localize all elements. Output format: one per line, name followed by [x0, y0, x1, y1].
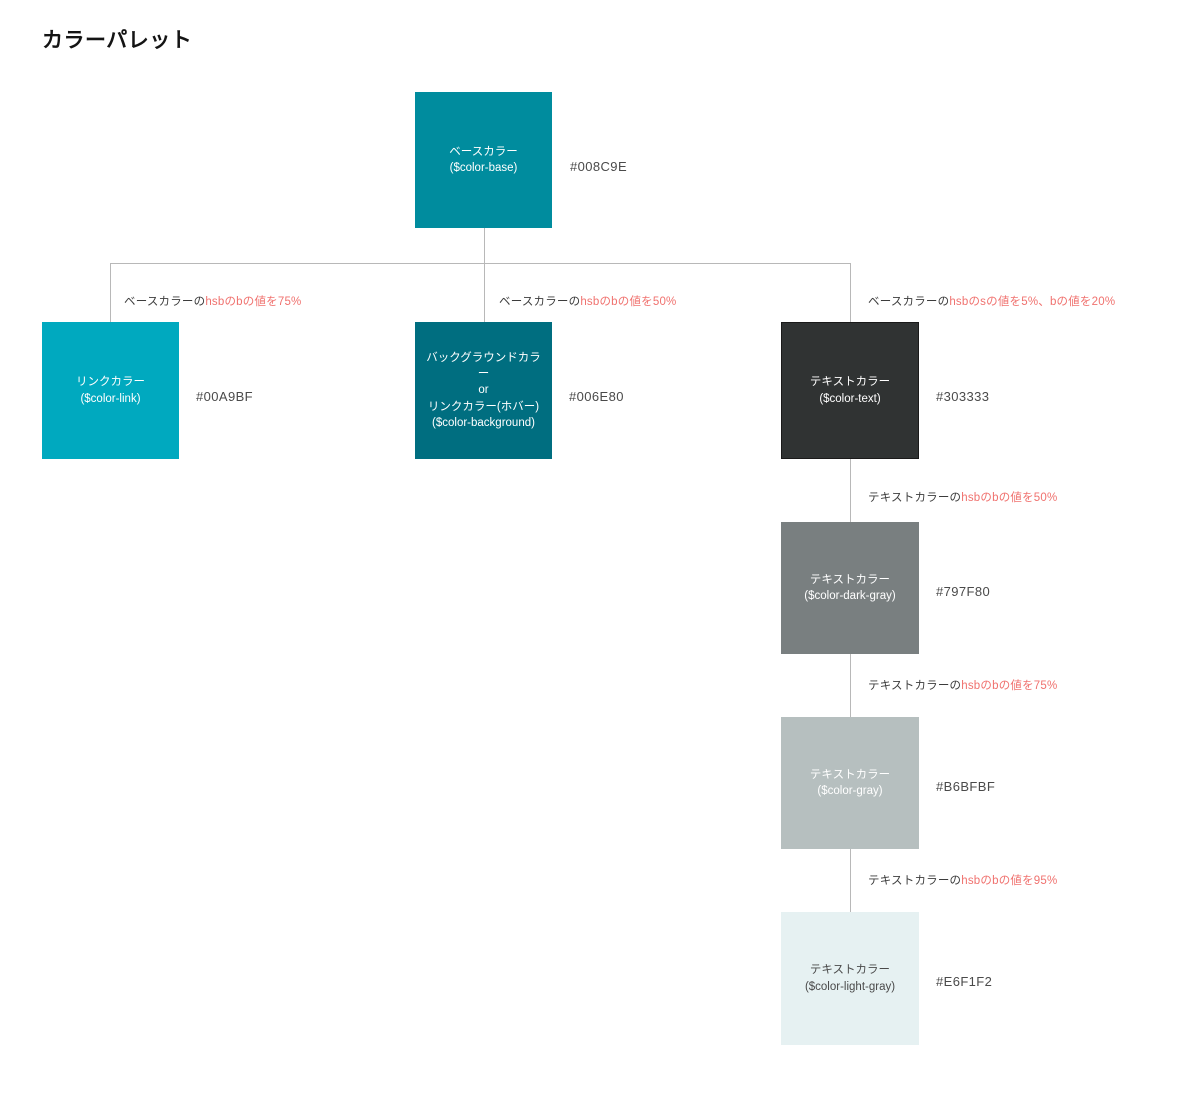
swatch-label: リンクカラー ($color-link) [76, 376, 145, 405]
edge-label-accent: hsbのbの値を50% [580, 296, 677, 308]
edge-label-base-to-background: ベースカラーのhsbのbの値を50% [499, 293, 676, 309]
swatch-color-base[interactable]: ベースカラー ($color-base) [415, 92, 552, 228]
swatch-color-background[interactable]: バックグラウンドカラー or リンクカラー(ホバー) ($color-backg… [415, 322, 552, 459]
connector-gray-to-light-gray [850, 849, 851, 912]
connector-dark-gray-to-gray [850, 654, 851, 717]
swatch-color-link[interactable]: リンクカラー ($color-link) [42, 322, 179, 459]
edge-label-base-to-text: ベースカラーのhsbのsの値を5%、bの値を20% [868, 293, 1115, 309]
edge-label-text-to-dark-gray: テキストカラーのhsbのbの値を50% [868, 489, 1057, 505]
connector-drop-link [110, 263, 111, 322]
edge-label-prefix: ベースカラーの [124, 296, 206, 308]
swatch-label: テキストカラー ($color-gray) [809, 768, 891, 797]
swatch-label: テキストカラー ($color-dark-gray) [804, 573, 896, 602]
hexcode-color-base: #008C9E [570, 159, 628, 174]
connector-text-to-dark-gray [850, 459, 851, 522]
swatch-color-dark-gray[interactable]: テキストカラー ($color-dark-gray) [781, 522, 919, 654]
swatch-color-light-gray[interactable]: テキストカラー ($color-light-gray) [781, 912, 919, 1045]
hexcode-color-dark-gray: #797F80 [936, 584, 991, 599]
swatch-color-text[interactable]: テキストカラー ($color-text) [781, 322, 919, 459]
page-title: カラーパレット [42, 29, 193, 52]
hexcode-color-text: #303333 [936, 389, 990, 404]
edge-label-prefix: ベースカラーの [868, 296, 950, 308]
hexcode-color-background: #006E80 [569, 389, 624, 404]
edge-label-prefix: テキストカラーの [868, 492, 962, 504]
edge-label-accent: hsbのsの値を5%、bの値を20% [949, 296, 1116, 308]
edge-label-accent: hsbのbの値を50% [961, 492, 1058, 504]
connector-base-stem [484, 228, 485, 264]
swatch-label: バックグラウンドカラー or リンクカラー(ホバー) ($color-backg… [426, 351, 541, 429]
swatch-label: テキストカラー ($color-light-gray) [804, 964, 896, 993]
edge-label-accent: hsbのbの値を95% [961, 875, 1058, 887]
swatch-label: ベースカラー ($color-base) [449, 145, 518, 174]
hexcode-color-gray: #B6BFBF [936, 779, 996, 794]
edge-label-gray-to-light-gray: テキストカラーのhsbのbの値を95% [868, 872, 1057, 888]
edge-label-base-to-link: ベースカラーのhsbのbの値を75% [124, 293, 301, 309]
connector-drop-text [850, 263, 851, 322]
hexcode-color-link: #00A9BF [196, 389, 254, 404]
edge-label-prefix: テキストカラーの [868, 680, 962, 692]
edge-label-accent: hsbのbの値を75% [205, 296, 302, 308]
connector-horizontal-bus [110, 263, 851, 264]
edge-label-prefix: ベースカラーの [499, 296, 581, 308]
hexcode-color-light-gray: #E6F1F2 [936, 974, 993, 989]
swatch-label: テキストカラー ($color-text) [809, 376, 891, 405]
swatch-color-gray[interactable]: テキストカラー ($color-gray) [781, 717, 919, 849]
connector-drop-background [484, 263, 485, 322]
edge-label-prefix: テキストカラーの [868, 875, 962, 887]
edge-label-dark-gray-to-gray: テキストカラーのhsbのbの値を75% [868, 677, 1057, 693]
edge-label-accent: hsbのbの値を75% [961, 680, 1058, 692]
